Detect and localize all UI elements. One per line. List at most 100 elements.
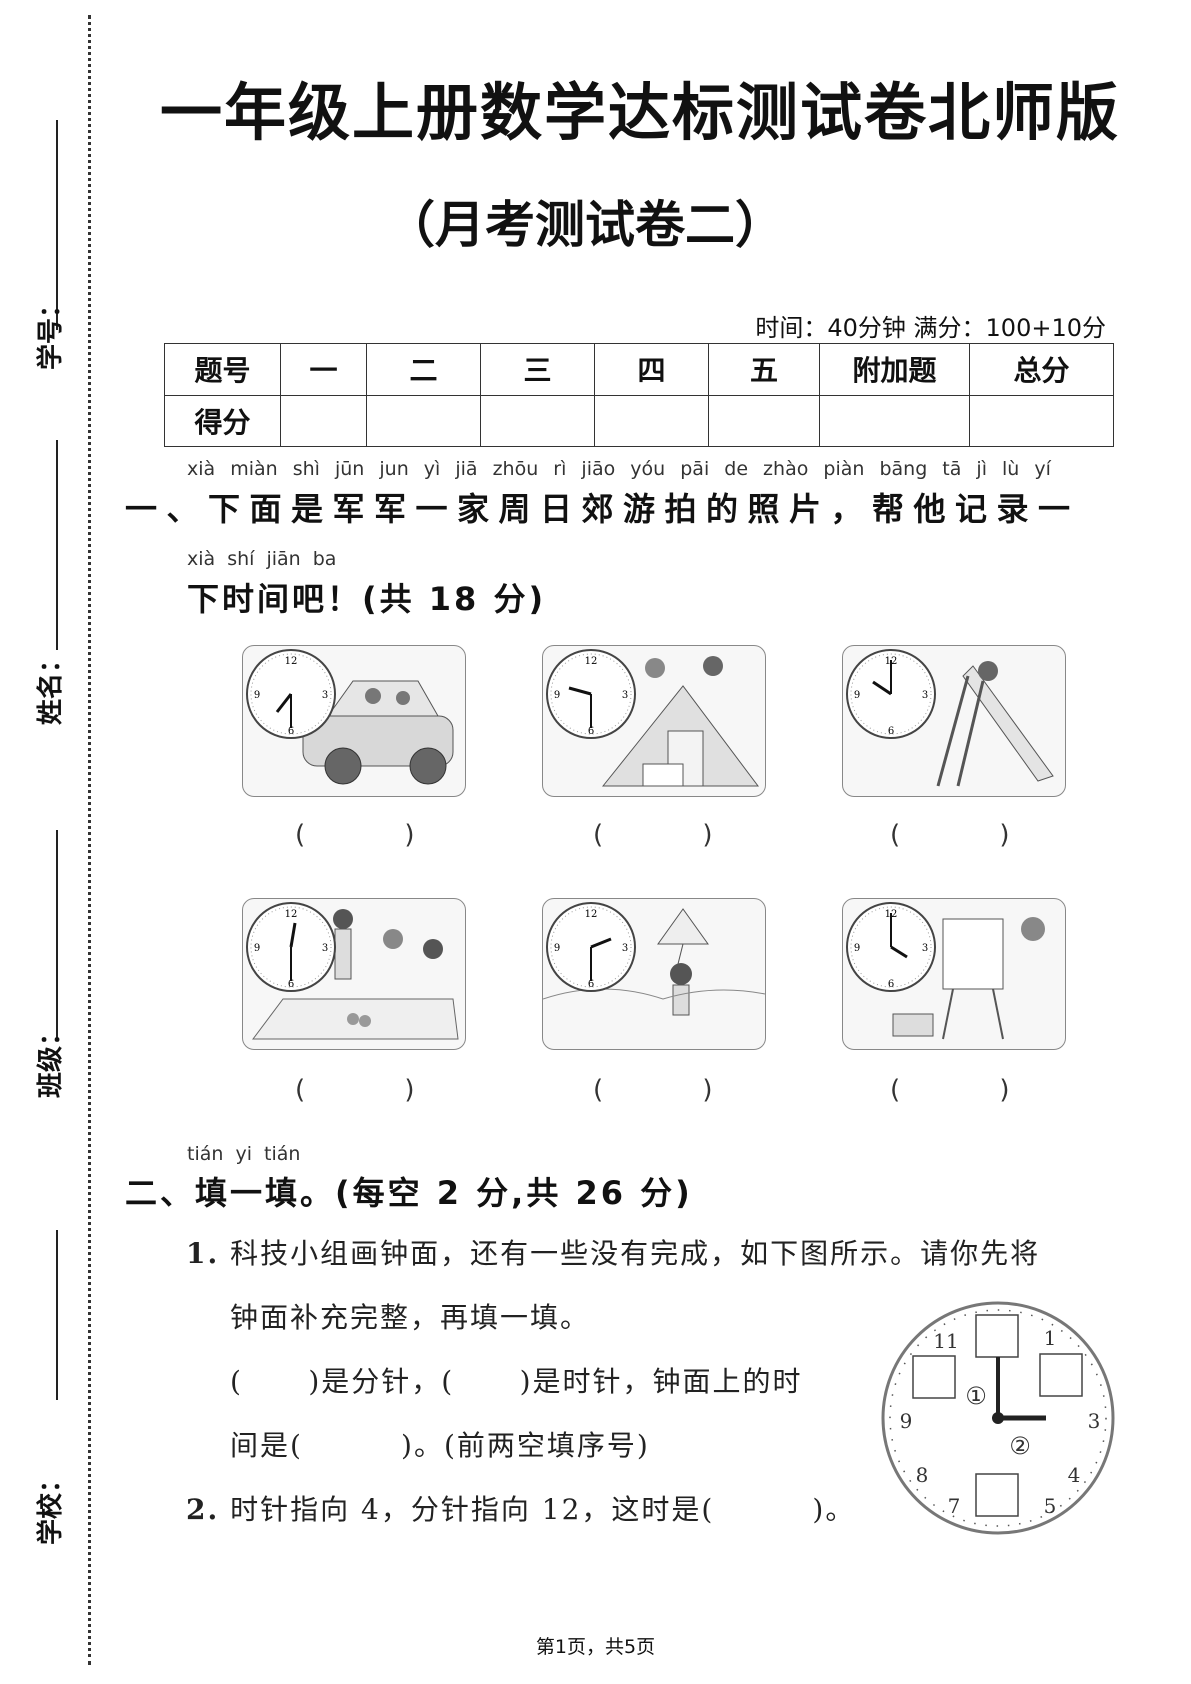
- svg-text:9: 9: [854, 943, 860, 954]
- clock-icon: 12 3 6 9: [546, 902, 636, 992]
- svg-text:3: 3: [922, 943, 928, 954]
- svg-text:12: 12: [585, 656, 598, 667]
- picture-card-car: 12 3 6 9: [242, 645, 466, 797]
- svg-text:12: 12: [285, 909, 298, 920]
- hand-label-2: ②: [1009, 1432, 1031, 1460]
- score-input-cell[interactable]: [366, 394, 481, 447]
- section1-heading-line2: 下时间吧！(共 18 分): [187, 580, 547, 618]
- school-line: [56, 1230, 58, 1400]
- question-number: 2.: [186, 1493, 220, 1526]
- table-cell: 一: [280, 343, 367, 396]
- student-id-line: [56, 120, 58, 330]
- svg-text:1: 1: [1044, 1326, 1057, 1350]
- svg-text:9: 9: [254, 943, 260, 954]
- slide-scene-illustration: [936, 661, 1054, 787]
- svg-text:4: 4: [1068, 1463, 1081, 1487]
- svg-text:7: 7: [948, 1494, 961, 1518]
- table-cell: 总分: [969, 343, 1114, 396]
- picture-card-kite: 12 3 6 9: [542, 898, 766, 1050]
- exam-meta: 时间：40分钟 满分：100+10分: [755, 314, 1106, 342]
- table-cell: 三: [480, 343, 595, 396]
- svg-text:3: 3: [322, 690, 328, 701]
- picture-card-painting: 12 3 6 9: [842, 898, 1066, 1050]
- table-cell: 四: [594, 343, 709, 396]
- answer-blank[interactable]: ( ): [593, 1075, 713, 1105]
- section1-pinyin-line1: xià miàn shì jūn jun yì jiā zhōu rì jiāo…: [187, 458, 1051, 480]
- svg-text:3: 3: [922, 690, 928, 701]
- student-id-label: 学号：: [36, 291, 66, 370]
- score-table-header-row: 题号 一 二 三 四 五 附加题 总分: [164, 343, 1114, 396]
- svg-text:6: 6: [288, 979, 294, 990]
- table-cell: 得分: [164, 394, 281, 447]
- page-indicator: 第1页，共5页: [535, 1636, 656, 1658]
- school-label: 学校：: [36, 1466, 66, 1545]
- clock-icon: 12 3 6 9: [246, 649, 336, 739]
- table-cell: 题号: [164, 343, 281, 396]
- score-input-cell[interactable]: [480, 394, 595, 447]
- score-input-cell[interactable]: [594, 394, 709, 447]
- name-line: [56, 440, 58, 650]
- clock-icon: 12 3 6 9: [246, 902, 336, 992]
- svg-text:6: 6: [288, 726, 294, 737]
- question-1-line2: 钟面补充完整，再填一填。: [230, 1301, 591, 1334]
- binding-dotted-line: [88, 15, 91, 1665]
- score-input-cell[interactable]: [819, 394, 970, 447]
- svg-text:6: 6: [888, 979, 894, 990]
- empty-box-6[interactable]: [975, 1473, 1019, 1517]
- svg-text:12: 12: [585, 909, 598, 920]
- clock-icon: 12 3 6 9: [846, 649, 936, 739]
- section2-pinyin: tián yi tián: [187, 1143, 301, 1165]
- picture-card-picnic: 12 3 6 9: [242, 898, 466, 1050]
- svg-text:3: 3: [1088, 1409, 1101, 1433]
- score-input-cell[interactable]: [969, 394, 1114, 447]
- empty-box-10[interactable]: [912, 1355, 956, 1399]
- kite-scene-illustration: [543, 908, 765, 1016]
- svg-text:9: 9: [254, 690, 260, 701]
- car-scene-illustration: [302, 680, 454, 785]
- name-label: 姓名：: [36, 646, 66, 725]
- section2-heading: 二、填一填。(每空 2 分,共 26 分): [125, 1174, 693, 1212]
- question-2[interactable]: 2. 时针指向 4，分针指向 12，这时是( )。: [186, 1493, 856, 1526]
- picnic-scene-illustration: [252, 909, 459, 1040]
- svg-text:3: 3: [322, 943, 328, 954]
- svg-text:8: 8: [916, 1463, 929, 1487]
- score-input-cell[interactable]: [708, 394, 820, 447]
- class-label: 班级：: [36, 1019, 66, 1098]
- clock-icon: 12 3 6 9: [546, 649, 636, 739]
- svg-text:5: 5: [1044, 1494, 1057, 1518]
- answer-blank[interactable]: ( ): [295, 1075, 415, 1105]
- picture-card-slide: 12 3 6 9: [842, 645, 1066, 797]
- svg-text:9: 9: [554, 690, 560, 701]
- score-table-score-row: 得分: [164, 394, 1114, 447]
- table-cell: 二: [366, 343, 481, 396]
- answer-blank[interactable]: ( ): [890, 820, 1010, 850]
- svg-text:11: 11: [933, 1329, 958, 1353]
- question-1-line4[interactable]: 间是( )。(前两空填序号): [230, 1429, 650, 1462]
- tent-scene-illustration: [601, 656, 759, 787]
- question-1-line3[interactable]: ( )是分针，( )是时针，钟面上的时: [230, 1365, 803, 1398]
- hand-label-1: ①: [965, 1382, 987, 1410]
- score-table: 题号 一 二 三 四 五 附加题 总分 得分: [164, 343, 1114, 447]
- clock-diagram: 11 1 9 3 8 4 7 5 ① ②: [881, 1301, 1115, 1535]
- picture-card-tent: 12 3 6 9: [542, 645, 766, 797]
- answer-blank[interactable]: ( ): [295, 820, 415, 850]
- svg-text:9: 9: [554, 943, 560, 954]
- svg-text:6: 6: [588, 979, 594, 990]
- empty-box-12[interactable]: [975, 1314, 1019, 1358]
- svg-text:3: 3: [622, 943, 628, 954]
- svg-text:6: 6: [888, 726, 894, 737]
- question-number: 1.: [186, 1237, 220, 1270]
- answer-blank[interactable]: ( ): [890, 1075, 1010, 1105]
- table-cell: 附加题: [819, 343, 970, 396]
- svg-text:6: 6: [588, 726, 594, 737]
- section1-pinyin-line2: xià shí jiān ba: [187, 548, 337, 570]
- question-1-line1: 1. 科技小组画钟面，还有一些没有完成，如下图所示。请你先将: [186, 1237, 1041, 1270]
- page-subtitle: （月考测试卷二）: [385, 196, 785, 254]
- answer-blank[interactable]: ( ): [593, 820, 713, 850]
- svg-text:9: 9: [854, 690, 860, 701]
- empty-box-2[interactable]: [1039, 1353, 1083, 1397]
- svg-text:3: 3: [622, 690, 628, 701]
- score-input-cell[interactable]: [280, 394, 367, 447]
- svg-text:12: 12: [285, 656, 298, 667]
- clock-icon: 12 3 6 9: [846, 902, 936, 992]
